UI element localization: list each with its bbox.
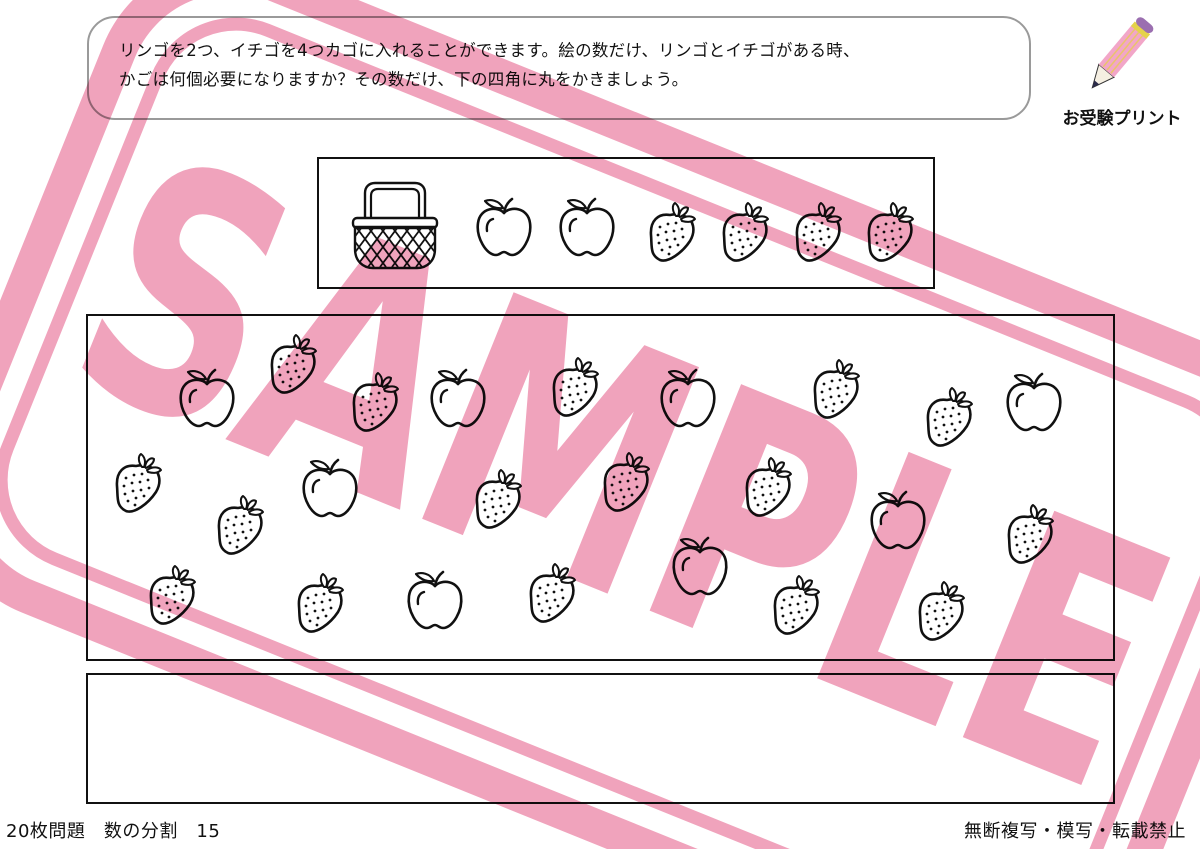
instruction-text: リンゴを2つ、イチゴを4つカゴに入れることができます。絵の数だけ、リンゴとイチゴ… [119, 41, 860, 89]
strawberry-icon [529, 563, 576, 623]
strawberry-icon [795, 202, 842, 262]
apple-icon [1006, 372, 1062, 432]
strawberry-icon [745, 457, 792, 517]
strawberry-icon [926, 387, 973, 447]
strawberry-icon [813, 359, 860, 419]
apple-icon [430, 368, 486, 428]
footer-title: 20枚問題 数の分割 15 [6, 821, 221, 842]
apple-icon [870, 490, 926, 550]
strawberry-icon [867, 202, 914, 262]
strawberry-icon [603, 452, 650, 512]
logo-text: お受験プリント [1062, 109, 1182, 129]
apple-icon [407, 570, 463, 630]
strawberry-icon [918, 581, 965, 641]
strawberry-icon [1007, 504, 1054, 564]
instruction-box: リンゴを2つ、イチゴを4つカゴに入れることができます。絵の数だけ、リンゴとイチゴ… [87, 16, 1031, 120]
logo: お受験プリント [1040, 8, 1200, 133]
apple-icon [476, 197, 532, 257]
answer-box[interactable] [86, 673, 1115, 804]
strawberry-icon [649, 202, 696, 262]
strawberry-icon [773, 575, 820, 635]
strawberry-icon [352, 372, 399, 432]
apple-icon [179, 368, 235, 428]
strawberry-icon [475, 469, 522, 529]
strawberry-icon [722, 202, 769, 262]
strawberry-icon [217, 495, 264, 555]
basket-icon [351, 181, 439, 270]
strawberry-icon [297, 573, 344, 633]
strawberry-icon [270, 334, 317, 394]
strawberry-icon [149, 565, 196, 625]
strawberry-icon [552, 357, 599, 417]
strawberry-icon [115, 453, 162, 513]
apple-icon [302, 458, 358, 518]
apple-icon [660, 368, 716, 428]
footer-copyright: 無断複写・模写・転載禁止 [964, 821, 1186, 842]
pencil-icon [1091, 17, 1154, 89]
apple-icon [559, 197, 615, 257]
apple-icon [672, 536, 728, 596]
